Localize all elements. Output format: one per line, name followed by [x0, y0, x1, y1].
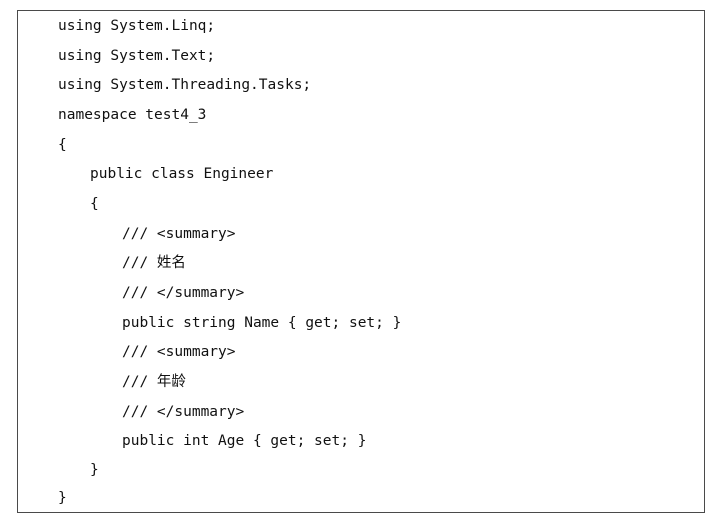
code-line-class-decl: public class Engineer	[90, 166, 274, 182]
code-line-summary-name: /// 姓名	[122, 255, 186, 271]
code-line-class-open: {	[90, 196, 99, 212]
code-line-summary-age: /// 年龄	[122, 374, 186, 390]
code-line-class-close: }	[90, 462, 99, 478]
code-line-using-threading: using System.Threading.Tasks;	[58, 77, 312, 93]
code-block: using System.Linq; using System.Text; us…	[17, 10, 705, 513]
code-line-namespace-open: {	[58, 137, 67, 153]
code-line-namespace: namespace test4_3	[58, 107, 207, 123]
code-line-namespace-close: }	[58, 490, 67, 506]
code-line-name-property: public string Name { get; set; }	[122, 315, 402, 331]
code-line-summary-open: /// <summary>	[122, 344, 236, 360]
code-line-summary-close: /// </summary>	[122, 285, 245, 301]
code-line-using-text: using System.Text;	[58, 48, 216, 64]
code-line-using-linq: using System.Linq;	[58, 18, 216, 34]
code-line-summary-close: /// </summary>	[122, 404, 245, 420]
code-line-age-property: public int Age { get; set; }	[122, 433, 367, 449]
code-line-summary-open: /// <summary>	[122, 226, 236, 242]
